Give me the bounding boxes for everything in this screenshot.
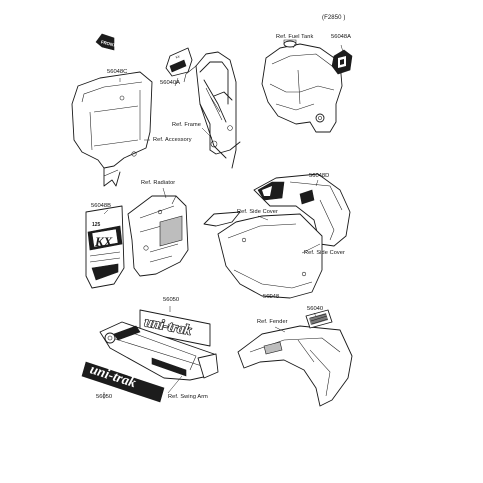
decal-56050-top: uni-trak xyxy=(139,309,211,347)
label-ref-frame: Ref. Frame xyxy=(172,122,201,128)
decal-56048B: KX 125 xyxy=(85,205,125,289)
decal-56048D xyxy=(253,173,351,247)
unitrak-bottom-text: uni-trak xyxy=(88,362,138,391)
part-number-56050-bottom: 56050 xyxy=(96,394,113,400)
label-ref-fuel-tank: Ref. Fuel Tank xyxy=(276,34,314,40)
label-ref-side-cover-top: Ref. Side Cover xyxy=(237,209,278,215)
part-number-56040A: 56040A xyxy=(160,80,180,86)
part-number-56050-top: 56050 xyxy=(163,297,180,303)
decal-56040A-text: KX xyxy=(175,54,181,60)
decal-56040 xyxy=(305,309,333,329)
label-ref-fender: Ref. Fender xyxy=(257,319,288,325)
fuel-tank xyxy=(261,39,343,133)
part-number-56048A: 56048A xyxy=(331,34,351,40)
kx-logo-text: KX xyxy=(94,234,113,249)
label-ref-swing-arm: Ref. Swing Arm xyxy=(168,394,208,400)
part-number-56048C: 56048C xyxy=(107,69,128,75)
label-ref-radiator: Ref. Radiator xyxy=(141,180,176,186)
leader-lines xyxy=(103,43,344,399)
part-number-56040: 56040 xyxy=(307,306,324,312)
figure-code: (F2850 ) xyxy=(322,15,346,21)
front-arrow-icon: FRONT xyxy=(95,33,117,51)
decal-56040A: KX xyxy=(165,47,193,77)
radiator-shroud xyxy=(127,195,189,277)
side-cover xyxy=(203,211,323,299)
part-number-56048D: 56048D xyxy=(309,173,330,179)
label-ref-accessory: Ref. Accessory xyxy=(153,137,192,143)
number-plate-56048C xyxy=(71,71,153,187)
label-ref-side-cover-right: Ref. Side Cover xyxy=(304,250,345,256)
part-number-56048B: 56048B xyxy=(91,203,111,209)
part-number-56048: 56048 xyxy=(263,294,280,300)
fender xyxy=(237,325,353,407)
frame xyxy=(183,51,241,169)
decal-56048A xyxy=(331,49,353,75)
size-125-text: 125 xyxy=(92,222,101,228)
front-arrow-label: FRONT xyxy=(100,39,116,48)
swing-arm xyxy=(99,321,219,381)
